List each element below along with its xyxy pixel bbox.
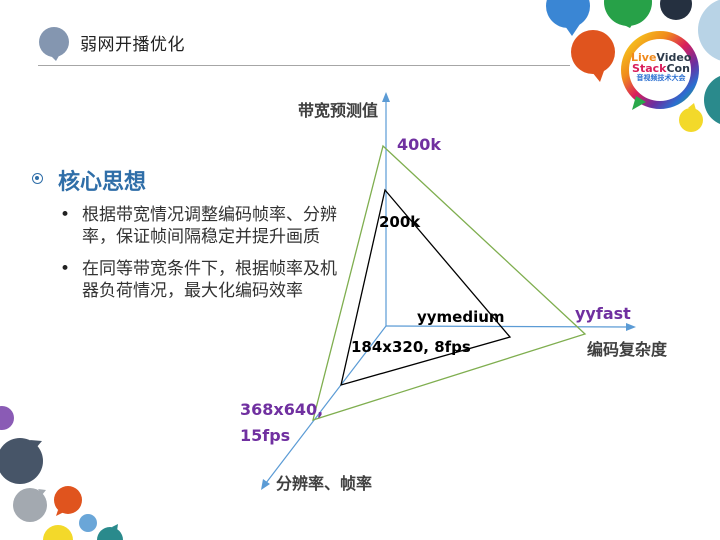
outer-label-resolution-1: 368x640, — [240, 400, 324, 419]
outer-label-resolution-2: 15fps — [240, 426, 291, 445]
logo-con: Con — [666, 62, 690, 75]
title-divider — [38, 65, 570, 66]
logo-live: Live — [631, 51, 657, 64]
title-bubble-icon — [39, 27, 69, 61]
inner-triangle — [340, 188, 512, 386]
section-heading: 核心思想 — [58, 170, 147, 195]
inner-label-bandwidth: 200k — [379, 213, 421, 231]
outer-label-complexity: yyfast — [575, 304, 631, 323]
logo-text: LiveVideo StackCon 音视频技术大会 — [631, 52, 691, 83]
livevideostackcon-logo-icon — [621, 31, 699, 110]
bullet-list: 根据带宽情况调整编码帧率、分辨率，保证帧间隔稳定并提升画质 在同等带宽条件下，根… — [60, 204, 345, 312]
logo-video: Video — [656, 51, 692, 64]
outer-label-bandwidth: 400k — [397, 135, 442, 154]
decorative-bubbles-top-right — [546, 0, 720, 132]
logo-subtitle: 音视频技术大会 — [636, 74, 686, 82]
outer-triangle — [312, 144, 587, 421]
inner-label-resolution: 184x320, 8fps — [351, 338, 471, 356]
axis-label-complexity: 编码复杂度 — [587, 340, 668, 359]
bullet-item: 在同等带宽条件下，根据帧率及机器负荷情况，最大化编码效率 — [60, 258, 345, 302]
bullet-item: 根据带宽情况调整编码帧率、分辨率，保证帧间隔稳定并提升画质 — [60, 204, 345, 248]
heading-bullet-icon — [32, 173, 43, 184]
axis-label-resolution-fps: 分辨率、帧率 — [276, 474, 373, 493]
axis-label-bandwidth: 带宽预测值 — [298, 101, 379, 120]
decorative-bubbles-bottom-left — [0, 406, 123, 540]
inner-label-complexity: yymedium — [417, 308, 505, 326]
diagram-axes — [261, 92, 636, 490]
slide-title: 弱网开播优化 — [80, 35, 185, 55]
logo-stack: Stack — [632, 62, 667, 75]
